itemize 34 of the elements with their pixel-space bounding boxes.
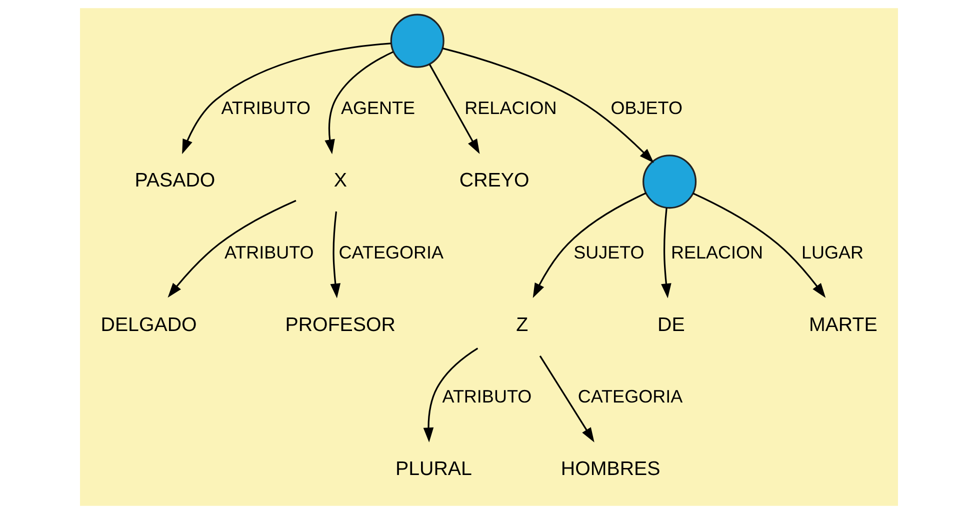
edge-label: RELACION — [464, 98, 557, 118]
arrow — [442, 48, 654, 163]
edge-label: RELACION — [671, 242, 764, 262]
node-text: PASADO — [134, 170, 216, 192]
node-text: Z — [516, 314, 528, 336]
node-text: DELGADO — [100, 314, 197, 336]
edge-label: CATEGORIA — [578, 386, 683, 406]
node-circle — [642, 154, 697, 209]
arrow — [532, 192, 646, 298]
node-text: PLURAL — [396, 458, 472, 480]
node-text: DE — [658, 314, 685, 336]
arrow — [324, 51, 394, 154]
node-text: CREYO — [459, 170, 530, 192]
node-circle — [390, 14, 444, 68]
edge-label: CATEGORIA — [338, 242, 444, 262]
arrow — [429, 64, 480, 154]
edge-label: ATRIBUTO — [224, 242, 314, 262]
arrow — [168, 200, 296, 298]
node-text: X — [334, 170, 347, 192]
edge-label: ATRIBUTO — [221, 98, 311, 118]
arrow — [539, 355, 594, 442]
edge-label: ATRIBUTO — [442, 386, 532, 406]
node-text: PROFESOR — [285, 314, 396, 336]
arrow — [330, 211, 341, 298]
node-text: HOMBRES — [560, 458, 660, 480]
edge-label: SUJETO — [574, 242, 644, 262]
arrow — [661, 208, 672, 298]
arrow — [692, 192, 826, 298]
edge-label: OBJETO — [610, 98, 682, 118]
node-text: MARTE — [808, 314, 878, 336]
arrow — [423, 348, 478, 442]
arrow — [182, 42, 391, 154]
edge-label: AGENTE — [341, 98, 416, 118]
edge-label: LUGAR — [801, 242, 864, 262]
